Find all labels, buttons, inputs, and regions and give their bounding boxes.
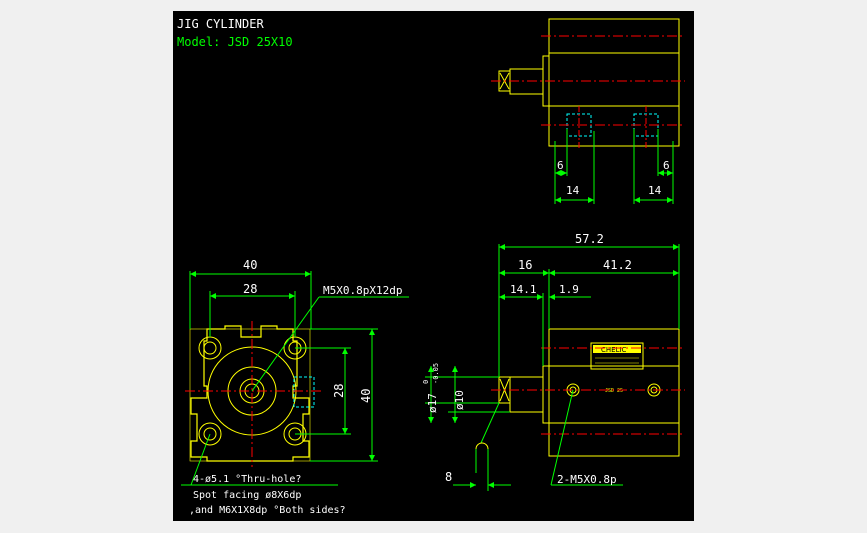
dim-14-right: 14 xyxy=(648,184,662,197)
drawing-canvas: JIG CYLINDER Model: JSD 25X10 6 6 xyxy=(177,17,685,516)
dim-6-right: 6 xyxy=(663,159,670,172)
front-view: 40 28 28 40 M5X0.8pX12dp 4-ø5.1 °Thru-ho… xyxy=(181,258,409,516)
dim-28-height: 28 xyxy=(332,384,346,398)
dim-41-2: 41.2 xyxy=(603,258,632,272)
dim-14-1: 14.1 xyxy=(510,283,537,296)
dim-dia-17: ø17 xyxy=(426,393,439,413)
brand-label: CHELIC xyxy=(601,346,627,354)
dim-40-height: 40 xyxy=(359,389,373,403)
side-view: CHELIC JSD 25 57.2 16 41.2 14.1 1.9 ø xyxy=(422,232,685,491)
dim-57-2: 57.2 xyxy=(575,232,604,246)
dim-tol-upper: 0 xyxy=(422,380,430,384)
thread-note: M5X0.8pX12dp xyxy=(323,284,402,297)
model-label: Model: JSD 25X10 xyxy=(177,35,293,49)
cad-viewport[interactable]: JIG CYLINDER Model: JSD 25X10 6 6 xyxy=(173,11,694,521)
dim-14-left: 14 xyxy=(566,184,580,197)
drawing-title: JIG CYLINDER xyxy=(177,17,264,31)
port-note: 2-M5X0.8p xyxy=(557,473,617,486)
dim-16: 16 xyxy=(518,258,532,272)
dim-dia-10: ø10 xyxy=(453,390,466,410)
dim-tol-lower: -0.05 xyxy=(432,363,440,384)
dim-1-9: 1.9 xyxy=(559,283,579,296)
dim-28-width: 28 xyxy=(243,282,257,296)
top-view: 6 6 14 14 xyxy=(491,18,685,204)
hole-note-3: ,and M6X1X8dp °Both sides? xyxy=(189,505,346,516)
side-label-small: JSD 25 xyxy=(605,388,623,394)
dim-40-width: 40 xyxy=(243,258,257,272)
hole-note-2: Spot facing ø8X6dp xyxy=(193,490,301,501)
dim-8: 8 xyxy=(445,470,452,484)
dim-6-left: 6 xyxy=(557,159,564,172)
hole-note-1: 4-ø5.1 °Thru-hole? xyxy=(193,474,301,485)
